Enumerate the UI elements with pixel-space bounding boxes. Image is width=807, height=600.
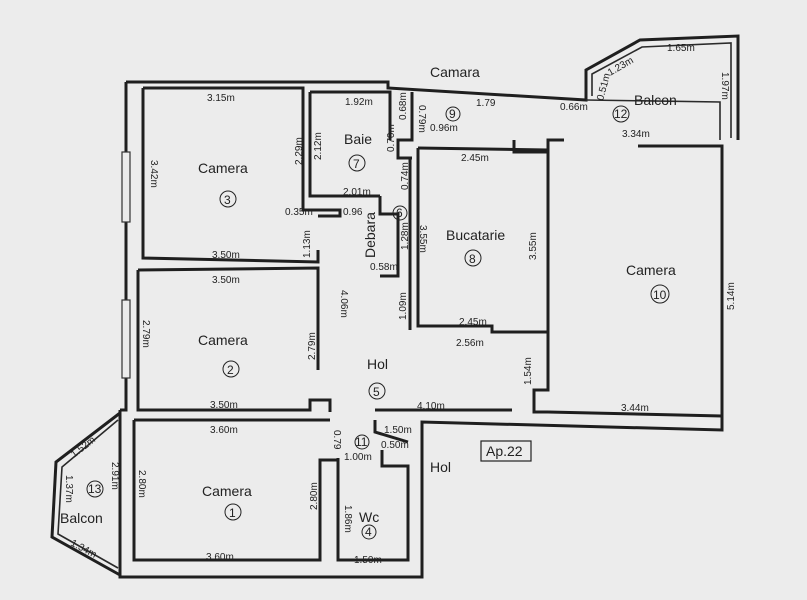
window-camera2 — [121, 299, 131, 379]
dim-c1-bottom: 3.60m — [206, 552, 234, 563]
room-num-baie: 7 — [353, 157, 360, 171]
room-hol11[interactable]: Hol 11 — [354, 434, 451, 475]
room-num-hol11: 11 — [355, 435, 368, 449]
room-num-wc: 4 — [365, 525, 372, 539]
dim-c1-right: 2.80m — [309, 482, 320, 510]
window-camera3 — [121, 151, 131, 223]
dim-baie-right1: 0.68m — [398, 92, 409, 120]
dim-c1-top: 3.60m — [210, 425, 238, 436]
dim-deb-right: 1.28m — [400, 222, 411, 250]
room-name-hol11: Hol — [430, 459, 451, 475]
room-balcon12[interactable]: Balcon 12 — [612, 92, 677, 123]
dim-c2-top: 3.50m — [212, 275, 240, 286]
room-name-baie: Baie — [344, 131, 372, 147]
room-num-balcon13: 13 — [88, 482, 102, 496]
room-num-balcon12: 12 — [614, 107, 628, 121]
room-name-camera3: Camera — [198, 160, 248, 176]
room-name-camera2: Camera — [198, 332, 248, 348]
room-baie[interactable]: Baie 7 — [344, 131, 372, 172]
dim-buc-left: 3.55m — [417, 225, 428, 253]
room-camera10[interactable]: Camera 10 — [626, 262, 676, 304]
room-name-balcon13: Balcon — [60, 510, 103, 526]
dim-baie-top: 1.92m — [345, 97, 373, 108]
dim-c1-left: 2.80m — [136, 470, 147, 498]
room-camera3[interactable]: Camera 3 — [198, 160, 248, 208]
dim-corr-left: 1.13m — [302, 230, 313, 258]
dim-c3-right: 2.29m — [294, 137, 305, 165]
room-num-hol5: 5 — [373, 385, 380, 399]
room-name-camara: Camara — [430, 64, 480, 80]
dim-corr-mid: 4.06m — [338, 290, 349, 318]
room-name-wc: Wc — [359, 509, 379, 525]
room-name-camera10: Camera — [626, 262, 676, 278]
room-name-balcon12: Balcon — [634, 92, 677, 108]
dim-c10-bottom: 3.44m — [621, 403, 649, 414]
dim-deb-top: 0.74m — [400, 162, 411, 190]
dim-baie-left: 2.12m — [313, 132, 324, 160]
dim-b13-left: 1.37m — [63, 475, 74, 503]
dim-camara-left: 0.79m — [416, 105, 427, 133]
dim-hol-small-left: 0.79 — [331, 430, 342, 450]
dim-c3-top: 3.15m — [207, 93, 235, 104]
dim-deb-bottom: 0.58m — [370, 262, 398, 273]
dim-camara-top: 1.79 — [476, 98, 496, 109]
room-debara[interactable]: Debara 6 — [362, 205, 408, 258]
dim-c2-bottom: 3.50m — [210, 400, 238, 411]
dim-b12-top: 1.65m — [667, 43, 695, 54]
dim-c10-right: 5.14m — [726, 282, 737, 310]
dim-baie-b2: 0.96 — [343, 207, 363, 218]
dim-c2-right: 2.79m — [307, 332, 318, 360]
dim-camara-right: 0.66m — [560, 102, 588, 113]
dim-hol-small-mid: 1.00m — [344, 452, 372, 463]
dim-b13-bottom: 1.34m — [69, 538, 99, 561]
room-name-debara: Debara — [362, 212, 378, 258]
dim-hol-right: 4.10m — [417, 401, 445, 412]
interior-walls — [132, 86, 723, 562]
room-num-camera2: 2 — [227, 363, 234, 377]
room-name-bucatarie: Bucatarie — [446, 227, 505, 243]
dimension-labels: 3.15m 3.42m 2.29m 3.50m 3.50m 2.79m 2.79… — [63, 43, 737, 566]
dim-b12-right: 1.97m — [719, 72, 730, 100]
apartment-label: Ap.22 — [486, 443, 523, 459]
dim-hol-small-top: 1.50m — [384, 425, 412, 436]
room-num-camera1: 1 — [229, 506, 236, 520]
apartment-label-box: Ap.22 — [480, 440, 532, 462]
room-name-hol5: Hol — [367, 356, 388, 372]
dim-buc-bottom2: 2.56m — [456, 338, 484, 349]
dim-c3-bottom: 3.50m — [212, 250, 240, 261]
room-balcon13[interactable]: Balcon 13 — [60, 480, 104, 526]
room-name-camera1: Camera — [202, 483, 252, 499]
dim-c3-left: 3.42m — [148, 160, 159, 188]
room-hol5[interactable]: Hol 5 — [367, 356, 388, 400]
dim-hol-small-right: 0.50m — [381, 440, 409, 451]
room-num-camera3: 3 — [224, 193, 231, 207]
dim-baie-b1: 0.35m — [285, 207, 313, 218]
dim-buc-top: 2.45m — [461, 153, 489, 164]
room-camara[interactable]: Camara 9 — [430, 64, 480, 122]
dim-deb-lower: 1.09m — [398, 292, 409, 320]
dim-buc-bottom: 2.45m — [459, 317, 487, 328]
room-num-camera10: 10 — [653, 288, 667, 302]
dim-wc-left: 1.86m — [342, 505, 353, 533]
room-wc[interactable]: Wc 4 — [359, 509, 379, 540]
outer-walls — [50, 34, 740, 579]
room-num-debara: 6 — [396, 206, 403, 220]
dim-baie-bottom: 2.01m — [343, 187, 371, 198]
room-bucatarie[interactable]: Bucatarie 8 — [446, 227, 505, 267]
room-camera2[interactable]: Camera 2 — [198, 332, 248, 378]
dim-c10-top: 3.34m — [622, 129, 650, 140]
room-num-bucatarie: 8 — [469, 252, 476, 266]
dim-b12-diag2: 0.51m — [595, 72, 613, 102]
dim-baie-right2: 0.70m — [386, 124, 397, 152]
dim-buc-right: 3.55m — [528, 232, 539, 260]
dim-b13-inner: 2.91m — [109, 462, 120, 490]
dim-wc-bottom: 1.50m — [354, 555, 382, 566]
dim-b13-top: 1.52m — [69, 435, 98, 461]
dim-c10-left: 1.54m — [523, 357, 534, 385]
dim-c2-left: 2.79m — [140, 320, 151, 348]
dim-camara-bottom: 0.96m — [430, 123, 458, 134]
room-num-camara: 9 — [449, 107, 456, 121]
room-camera1[interactable]: Camera 1 — [202, 483, 252, 521]
